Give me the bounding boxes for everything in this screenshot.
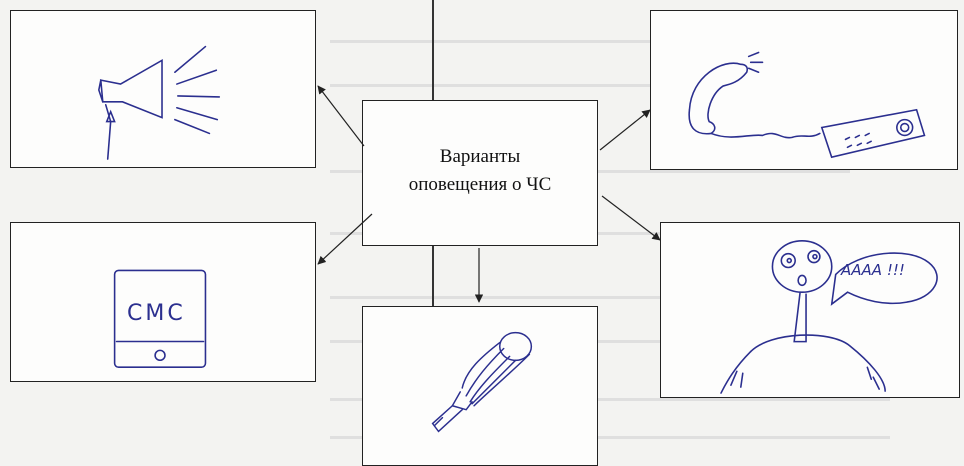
box-phone: СМС (10, 222, 316, 382)
scream-label: АААА !!! (841, 261, 905, 279)
screaming-person-icon (720, 240, 938, 394)
arrow-to-telephone (599, 109, 651, 151)
box-person: АААА !!! (660, 222, 960, 398)
sms-label: СМС (127, 301, 186, 326)
telephone-icon (688, 51, 926, 159)
loudspeaker-icon (98, 45, 221, 160)
horn-icon (431, 331, 533, 433)
phone-icon (113, 269, 207, 368)
box-loudspeaker (10, 10, 316, 168)
box-center: Варианты оповещения о ЧС (362, 100, 598, 246)
arrow-to-person (601, 195, 661, 241)
connector-arrows (317, 85, 661, 303)
center-title-line1: Варианты (439, 146, 521, 167)
arrow-to-loudspeaker (317, 85, 365, 147)
center-title-line2: оповещения о ЧС (408, 174, 552, 195)
arrow-to-phone (317, 213, 373, 265)
box-telephone (650, 10, 958, 170)
box-siren-bottom (362, 306, 598, 466)
